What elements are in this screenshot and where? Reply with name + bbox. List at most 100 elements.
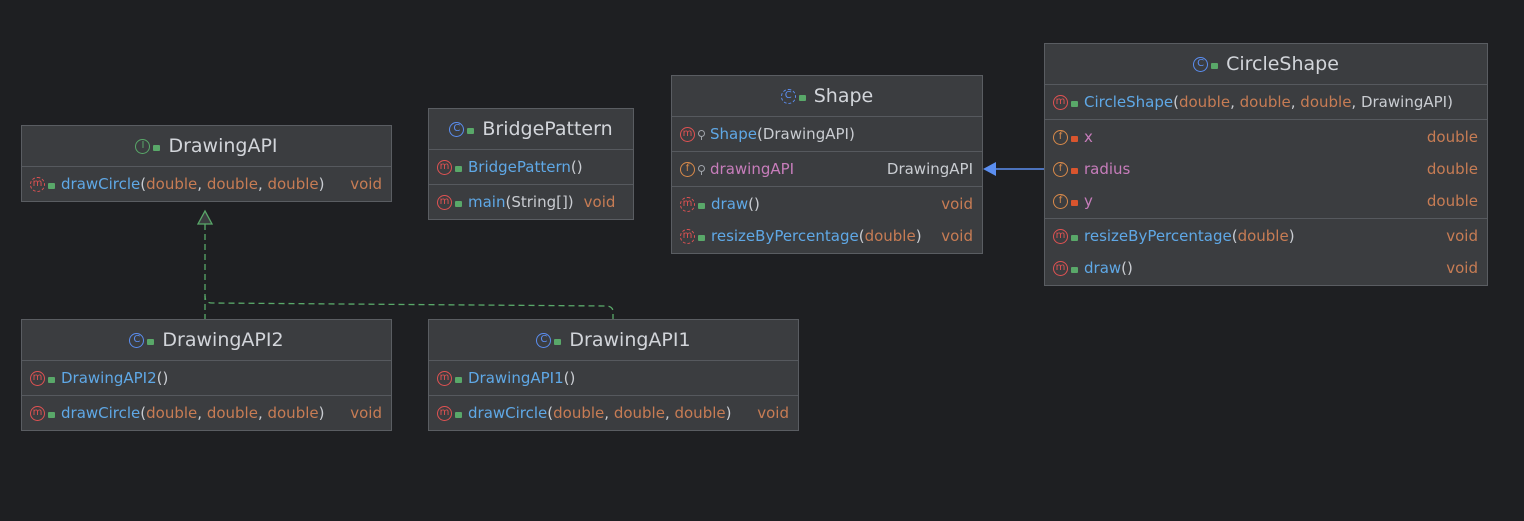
constructors-section: m Shape(DrawingAPI) [672,117,982,152]
method-signature: resizeByPercentage(double) [711,227,922,245]
class-name: BridgePattern [482,118,613,140]
class-box-shape[interactable]: C Shape m Shape(DrawingAPI) f drawingAPI… [671,75,983,254]
public-icon [48,376,55,383]
member-row[interactable]: m DrawingAPI1() [429,362,798,394]
member-row[interactable]: m DrawingAPI2() [22,362,391,394]
public-icon [147,338,155,345]
private-lock-icon [1071,135,1078,142]
class-icon: C [1193,56,1209,72]
field-icon: f [1053,129,1068,145]
class-box-bridgepattern[interactable]: C BridgePattern m BridgePattern() m main… [428,108,634,220]
return-type: void [1446,227,1478,245]
class-header: C BridgePattern [429,109,633,150]
methods-section: m main(String[]) void [429,185,633,219]
protected-icon [698,164,705,175]
method-signature: draw() [1084,259,1133,277]
methods-section: m resizeByPercentage(double) void m draw… [1045,219,1487,285]
member-row[interactable]: m resizeByPercentage(double) void [672,220,982,252]
member-row[interactable]: m main(String[]) void [429,186,633,218]
constructor-signature: DrawingAPI2() [61,369,169,387]
method-signature: resizeByPercentage(double) [1084,227,1295,245]
abstract-class-icon: C [780,88,796,104]
constructor-signature: DrawingAPI1() [468,369,576,387]
field-icon: f [680,161,695,177]
class-box-drawingapi2[interactable]: C DrawingAPI2 m DrawingAPI2() m drawCirc… [21,319,392,431]
class-name: Shape [813,85,874,107]
method-icon: m [30,370,45,386]
public-icon [455,411,462,418]
public-icon [455,200,462,207]
field-type: double [1426,192,1478,210]
public-icon [1071,100,1078,107]
class-name: DrawingAPI1 [569,329,691,351]
member-row[interactable]: m Shape(DrawingAPI) [672,118,982,150]
method-icon: m [437,370,452,386]
member-row[interactable]: m draw() void [1045,252,1487,284]
return-type: void [757,404,789,422]
private-lock-icon [1071,167,1078,174]
field-type: DrawingAPI [886,160,973,178]
public-icon [153,144,161,151]
fields-section: f x double f radius double f y double [1045,120,1487,219]
fields-section: f drawingAPI DrawingAPI [672,152,982,187]
class-name: DrawingAPI2 [162,329,284,351]
method-icon: m [1053,260,1068,276]
constructors-section: m CircleShape(double, double, double, Dr… [1045,85,1487,120]
class-header: C CircleShape [1045,44,1487,85]
public-icon [1071,234,1078,241]
methods-section: m draw() void m resizeByPercentage(doubl… [672,187,982,253]
method-signature: drawCircle(double, double, double) [61,175,325,193]
constructor-signature: CircleShape(double, double, double, Draw… [1084,93,1453,111]
return-type: void [583,193,616,211]
association-arrowhead [983,162,996,176]
field-icon: f [1053,161,1068,177]
return-type: void [941,195,973,213]
class-header: C DrawingAPI2 [22,320,391,361]
realization-edge-drawingapi1 [204,295,614,320]
class-icon: C [449,121,465,137]
member-row[interactable]: f drawingAPI DrawingAPI [672,153,982,185]
class-header: I DrawingAPI [22,126,391,167]
method-signature: drawCircle(double, double, double) [61,404,325,422]
public-icon [455,165,462,172]
method-signature: drawCircle(double, double, double) [468,404,732,422]
member-row[interactable]: f radius double [1045,153,1487,185]
member-row[interactable]: f x double [1045,121,1487,153]
member-row[interactable]: m drawCircle(double, double, double) voi… [22,168,391,200]
method-icon: m [437,159,452,175]
member-row[interactable]: m drawCircle(double, double, double) voi… [429,397,798,429]
return-type: void [1446,259,1478,277]
member-row[interactable]: m CircleShape(double, double, double, Dr… [1045,86,1487,118]
member-row[interactable]: m draw() void [672,188,982,220]
interface-icon: I [135,138,151,154]
public-icon [467,127,475,134]
class-box-drawingapi[interactable]: I DrawingAPI m drawCircle(double, double… [21,125,392,202]
class-name: DrawingAPI [168,135,278,157]
protected-icon [698,129,705,140]
abstract-method-icon: m [30,176,45,192]
methods-section: m drawCircle(double, double, double) voi… [22,396,391,430]
field-type: double [1426,128,1478,146]
field-name: x [1084,128,1093,146]
method-icon: m [680,126,695,142]
method-signature: main(String[]) [468,193,574,211]
public-icon [1071,266,1078,273]
class-header: C DrawingAPI1 [429,320,798,361]
return-type: void [941,227,973,245]
private-lock-icon [1071,199,1078,206]
abstract-method-icon: m [680,228,695,244]
class-box-drawingapi1[interactable]: C DrawingAPI1 m DrawingAPI1() m drawCirc… [428,319,799,431]
constructors-section: m DrawingAPI2() [22,361,391,396]
public-icon [48,411,55,418]
constructors-section: m DrawingAPI1() [429,361,798,396]
member-row[interactable]: m BridgePattern() [429,151,633,183]
class-icon: C [129,332,145,348]
constructor-signature: Shape(DrawingAPI) [710,125,855,143]
class-box-circleshape[interactable]: C CircleShape m CircleShape(double, doub… [1044,43,1488,286]
member-row[interactable]: m resizeByPercentage(double) void [1045,220,1487,252]
return-type: void [350,175,382,193]
member-row[interactable]: f y double [1045,185,1487,217]
field-name: drawingAPI [710,160,795,178]
member-row[interactable]: m drawCircle(double, double, double) voi… [22,397,391,429]
